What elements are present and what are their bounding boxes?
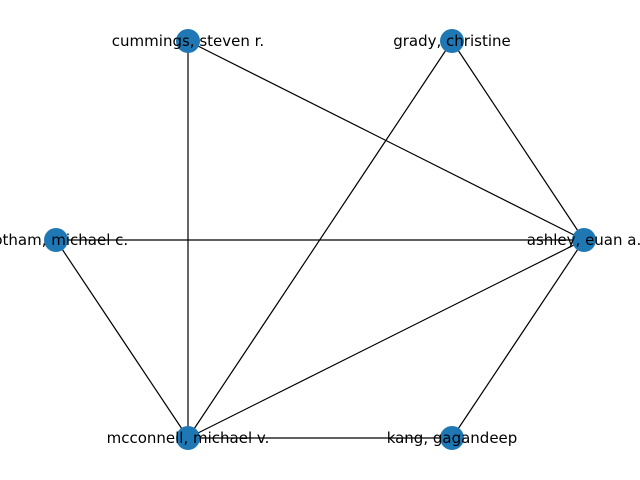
node-label-ashley: ashley, euan a. <box>527 231 640 249</box>
node-label-kang: kang, gagandeep <box>387 429 518 447</box>
edge-mcconnell-ashley <box>187 239 585 439</box>
node-mcconnell <box>176 426 200 450</box>
edge-botham-mcconnell <box>55 239 189 439</box>
labels-layer: cummings, steven r. grady, christine ashle… <box>0 32 640 447</box>
node-label-mcconnell: mcconnell, michael v. <box>107 429 270 447</box>
edge-grady-ashley <box>451 40 585 241</box>
node-ashley <box>572 228 596 252</box>
node-label-grady: grady, christine <box>393 32 511 50</box>
edges-layer <box>55 40 585 439</box>
node-label-cummings: cummings, steven r. <box>112 32 264 50</box>
edge-kang-ashley <box>451 239 585 439</box>
node-kang <box>440 426 464 450</box>
node-label-botham: botham, michael c. <box>0 231 128 249</box>
nodes-layer <box>44 29 596 450</box>
node-botham <box>44 228 68 252</box>
node-grady <box>440 29 464 53</box>
node-cummings <box>176 29 200 53</box>
